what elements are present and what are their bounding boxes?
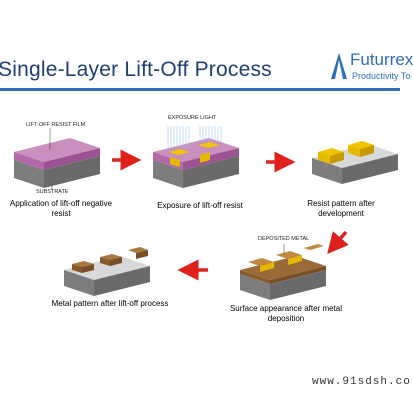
page-title: Single-Layer Lift-Off Process — [0, 58, 272, 81]
label-resist-film: LIFT-OFF RESIST FILM — [26, 122, 86, 128]
step2-caption: Exposure of lift-off resist — [157, 201, 243, 210]
step4-wafer — [240, 244, 326, 300]
diagram-canvas: Single-Layer Lift-Off Process Futurrex P… — [0, 50, 413, 388]
label-substrate: SUBSTRATE — [36, 189, 69, 195]
title-divider — [0, 88, 400, 91]
watermark: www.91sdsh.co — [312, 376, 411, 388]
step5-wafer — [64, 247, 150, 296]
label-exposure-light: EXPOSURE LIGHT — [168, 115, 217, 121]
step4-caption: Surface appearance after metal depositio… — [229, 304, 343, 323]
step1-caption: Application of lift-off negative resist — [9, 199, 113, 218]
step1-wafer — [14, 128, 100, 190]
step3-caption: Resist pattern after development — [307, 199, 375, 218]
step5-caption: Metal pattern after lift-off process — [51, 299, 169, 308]
logo-tagline: Productivity To — [352, 71, 411, 81]
label-deposited-metal: DEPOSITED METAL — [258, 236, 310, 242]
step2-wafer — [153, 126, 239, 188]
logo-name: Futurrex — [350, 50, 413, 69]
process-diagram — [14, 126, 398, 300]
triangle-mark-icon — [331, 53, 347, 79]
step3-wafer — [312, 141, 398, 184]
arrow-down-left — [327, 230, 349, 254]
